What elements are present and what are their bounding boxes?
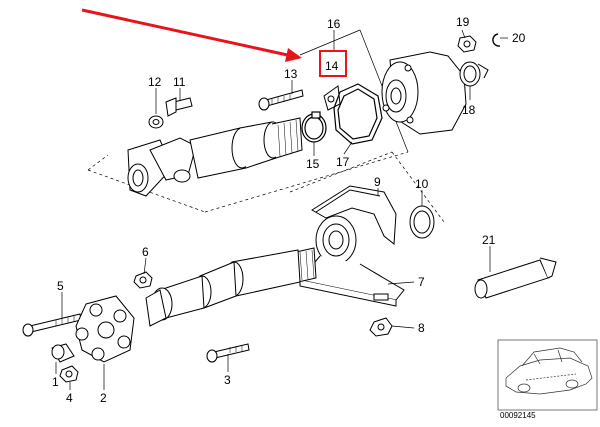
bolt-3 [206, 343, 250, 363]
bolt-5 [22, 313, 82, 337]
callout-3: 3 [224, 373, 231, 387]
highlight-box-14 [319, 50, 347, 77]
nut-6 [133, 271, 153, 289]
nut-8 [369, 317, 393, 337]
grease-tube-21 [474, 257, 557, 299]
callout-labels: 16 14 13 12 11 19 20 18 15 17 9 10 7 8 6… [52, 15, 526, 405]
callout-21: 21 [482, 233, 496, 247]
callout-19: 19 [456, 15, 470, 29]
red-pointer-arrow [81, 8, 302, 62]
callout-9: 9 [374, 175, 381, 189]
callout-6: 6 [142, 245, 149, 259]
nut-19 [457, 35, 477, 53]
reference-number: 00092145 [500, 411, 536, 420]
callout-14: 14 [325, 59, 339, 73]
lower-assembly-outline [289, 151, 445, 223]
callout-13: 13 [284, 67, 298, 81]
callout-4: 4 [66, 391, 73, 405]
center-bearing-support-9 [311, 185, 397, 245]
callout-10: 10 [415, 177, 429, 191]
sleeve-1 [51, 343, 75, 363]
circlip-20 [492, 33, 501, 47]
center-bearing-7 [299, 215, 405, 307]
seal-18 [459, 61, 489, 87]
seal-ring-10 [409, 205, 435, 239]
callout-7: 7 [418, 275, 425, 289]
bolt-13 [258, 89, 304, 111]
callout-8: 8 [418, 321, 425, 335]
clamp-15 [301, 111, 327, 143]
lower-propeller-shaft [145, 247, 317, 327]
flex-ring-17 [333, 83, 383, 145]
callout-11: 11 [173, 75, 186, 89]
callout-16: 16 [327, 17, 341, 31]
callout-12: 12 [148, 75, 162, 89]
callout-17: 17 [336, 155, 350, 169]
car-outline-icon [505, 347, 593, 395]
upper-propeller-shaft [127, 97, 303, 197]
callout-15: 15 [306, 157, 320, 171]
nut-4 [59, 365, 79, 383]
vehicle-thumbnail [497, 339, 598, 411]
callout-20: 20 [512, 31, 526, 45]
callout-5: 5 [57, 279, 64, 293]
callout-2: 2 [100, 391, 107, 405]
flange-16 [381, 51, 467, 135]
leader-lines [55, 29, 508, 390]
callout-18: 18 [462, 103, 476, 117]
flex-disc-2 [75, 295, 135, 363]
callout-1: 1 [52, 375, 59, 389]
